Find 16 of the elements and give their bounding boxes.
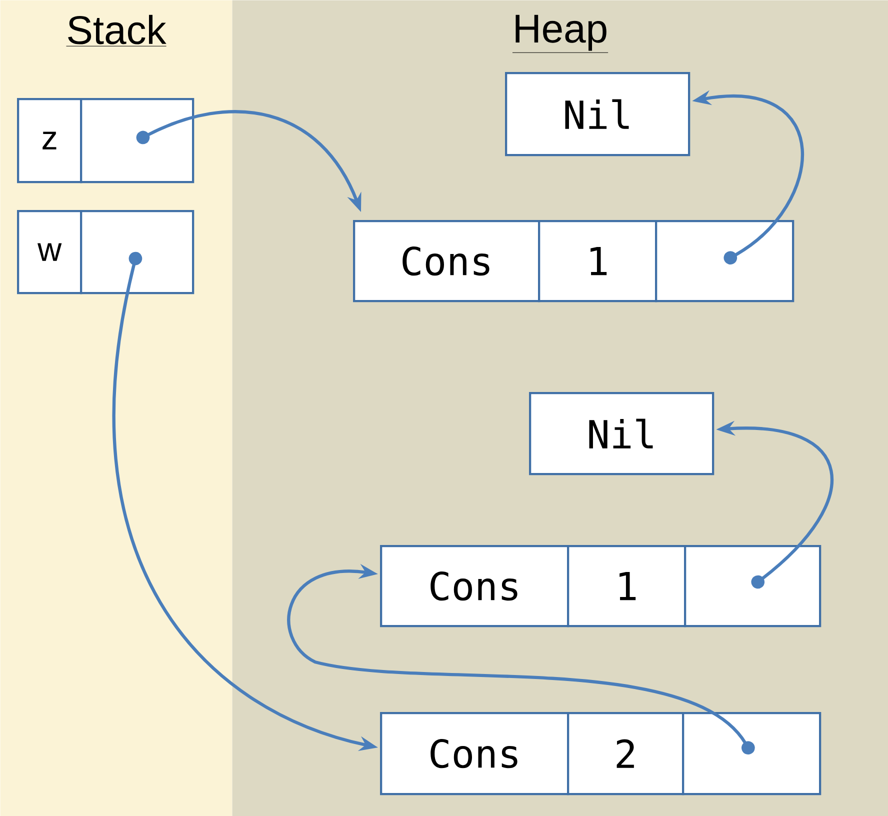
pointer-cell xyxy=(684,545,822,628)
value-cell: 2 xyxy=(567,712,684,796)
tag-cell: Cons xyxy=(380,545,570,628)
value-cell: 1 xyxy=(538,220,658,302)
pointer-cell xyxy=(655,220,794,302)
pointer-cell xyxy=(80,98,194,184)
value-cell: 1 xyxy=(567,545,686,628)
name-cell: z xyxy=(17,98,82,184)
arrow xyxy=(287,564,755,754)
pointer-cell xyxy=(682,712,822,796)
name-cell: w xyxy=(17,210,82,294)
value-box: Nil xyxy=(505,72,690,156)
value-box: Nil xyxy=(529,392,714,476)
tag-cell: Cons xyxy=(353,220,540,302)
tag-cell: Cons xyxy=(380,712,570,796)
pointer-cell xyxy=(80,210,194,294)
